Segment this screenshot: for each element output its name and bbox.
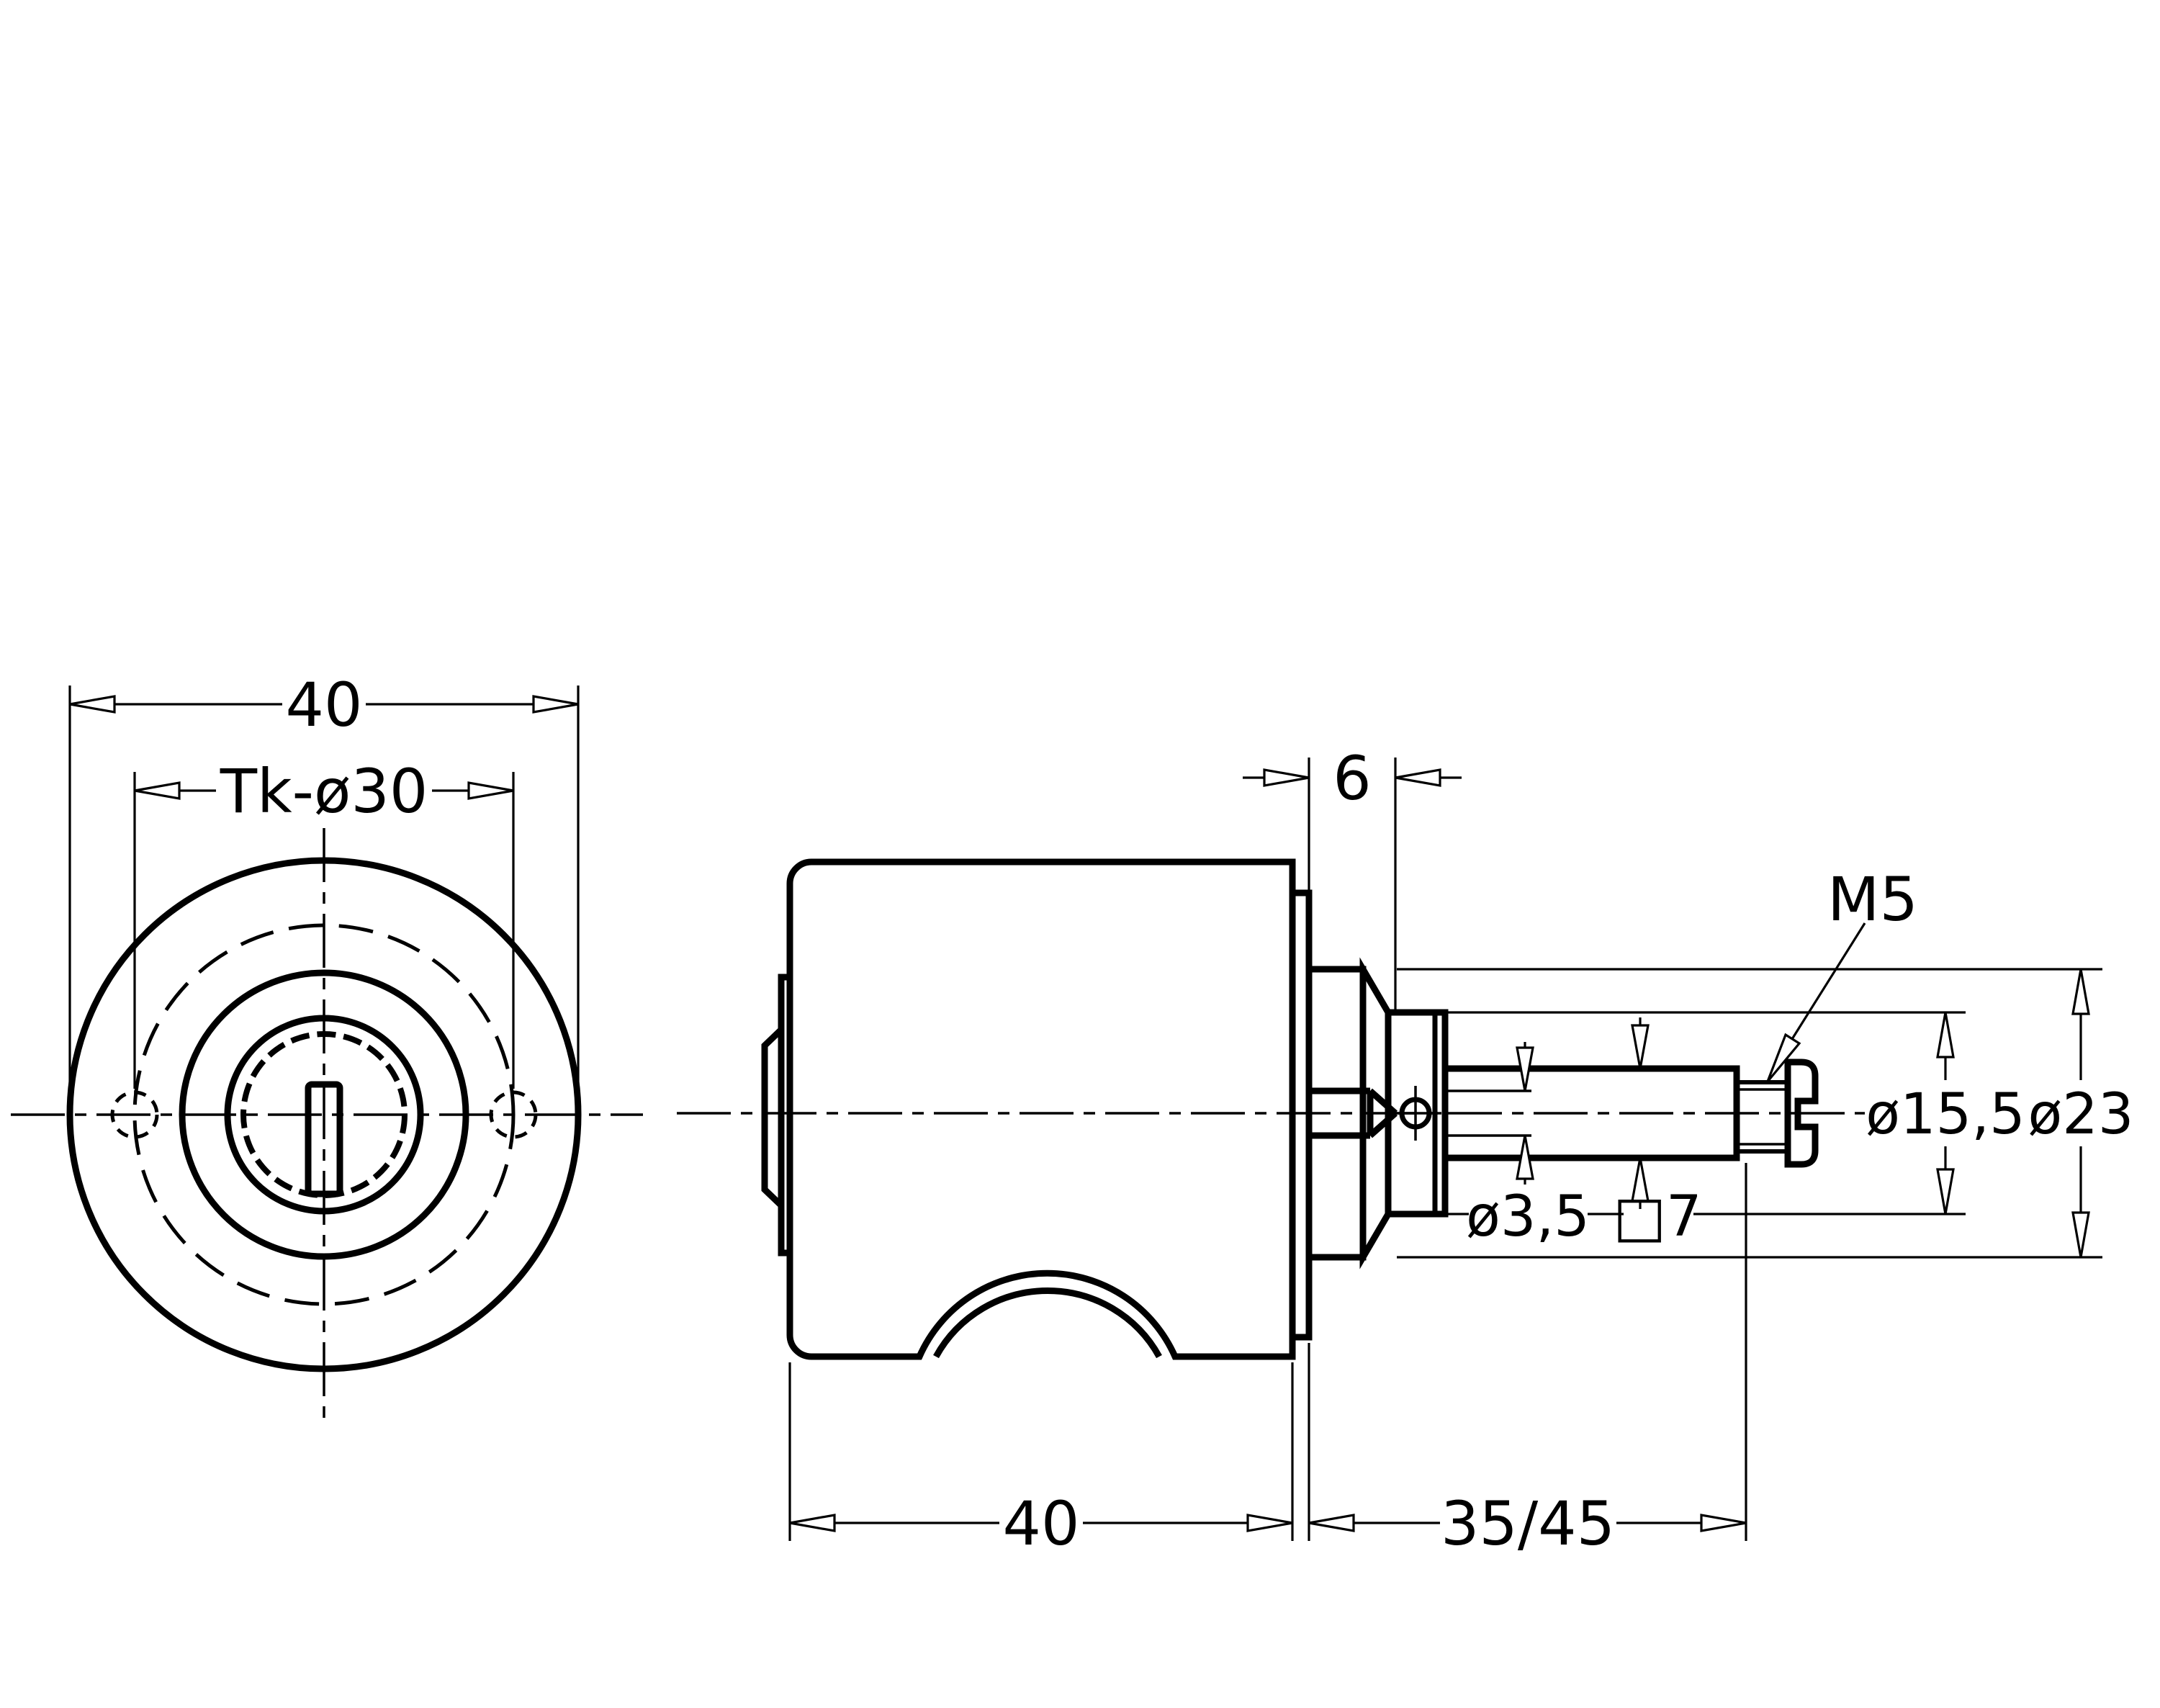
dim-hole-diameter [1516, 1042, 1534, 1185]
shaft-length-label: 35/45 [1441, 1488, 1615, 1559]
hole-diameter-label: ø3,5 [1466, 1185, 1590, 1249]
dim-bolt-circle [133, 772, 515, 1089]
dim-square-shaft [1631, 1017, 1650, 1209]
thread-label: M5 [1827, 864, 1918, 935]
dimension-labels: 40 Tk-ø30 6 40 35/45 M5 ø3,5 □7 ø15,5 ø2… [220, 670, 2134, 1559]
boss-diameter-label: ø23 [2028, 1082, 2134, 1147]
flange-width-label: 40 [286, 670, 363, 740]
screw-head [1784, 1058, 1819, 1168]
boss-length-label: 6 [1333, 743, 1371, 814]
dimensions [68, 686, 2102, 1541]
dim-boss-diameter [1397, 968, 2102, 1259]
body-length-label: 40 [1003, 1488, 1080, 1559]
saddle-notch-inner-arc [933, 1287, 1162, 1359]
square-shaft-label: □7 [1613, 1185, 1701, 1249]
dim-thread-leader [1766, 922, 1866, 1083]
bushing-diameter-label: ø15,5 [1866, 1082, 2025, 1147]
dim-front-boss-length [1243, 758, 1462, 1012]
dim-shaft-length [1308, 1163, 1747, 1541]
dim-flange-width [68, 686, 580, 1128]
threaded-stud-m5 [1737, 1080, 1788, 1154]
dim-bushing-diameter [1447, 1011, 1966, 1215]
main-body [786, 858, 1296, 1360]
centerlines [11, 828, 1865, 1422]
dim-body-length [788, 1362, 1294, 1541]
side-view [761, 858, 1819, 1360]
center-pin-cone [1309, 1087, 1398, 1139]
bolt-circle-label: Tk-ø30 [220, 756, 428, 827]
